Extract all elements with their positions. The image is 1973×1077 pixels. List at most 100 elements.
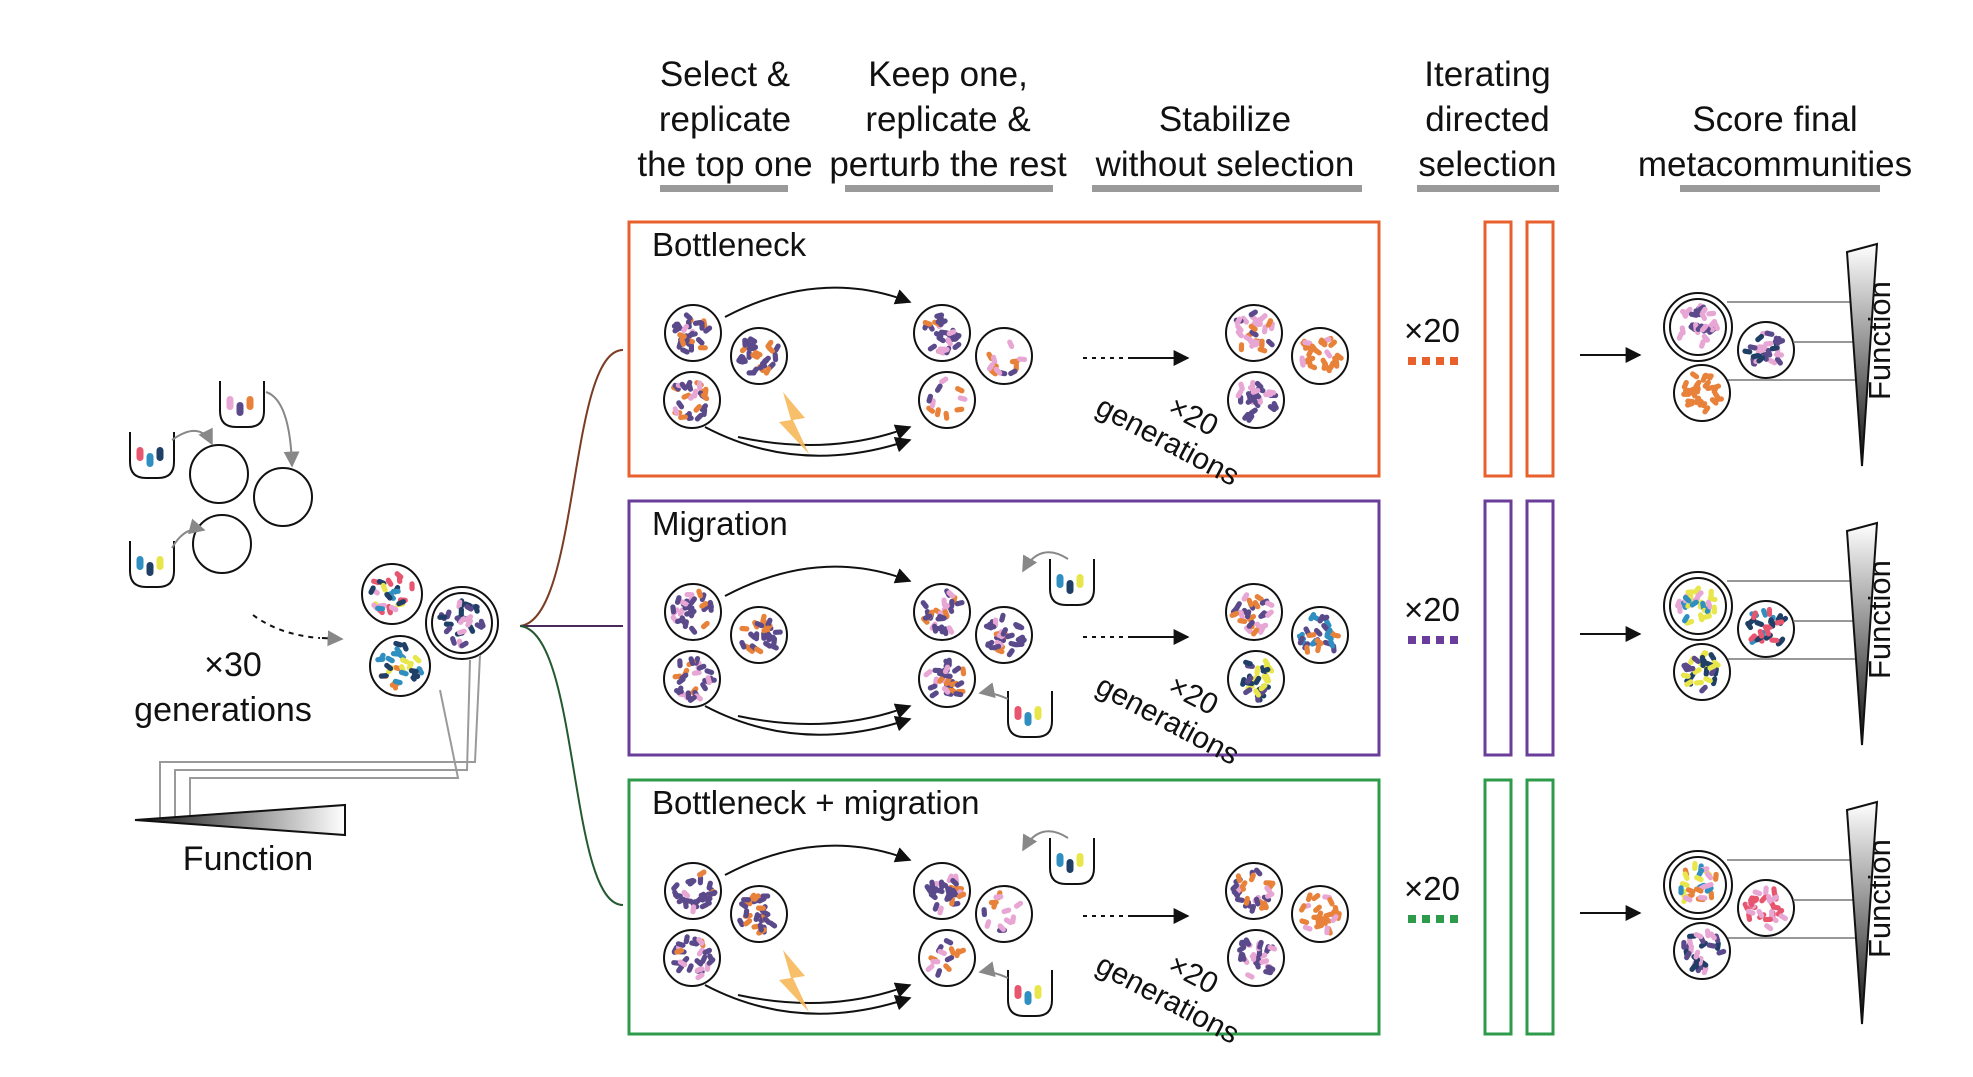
cell: [1689, 599, 1699, 608]
cell: [1764, 626, 1772, 637]
cell: [679, 615, 687, 626]
cell: [1703, 676, 1713, 684]
tube-cell: [156, 447, 164, 461]
cell: [674, 947, 685, 955]
cell: [1701, 333, 1711, 343]
cell: [763, 366, 772, 376]
cell: [927, 343, 937, 352]
iteration-column: [1483, 778, 1513, 1036]
panel-box: [627, 499, 1381, 757]
cell: [380, 582, 388, 593]
tube-cell: [1034, 985, 1042, 999]
community-circle: [1225, 862, 1283, 920]
iteration-column: [1483, 499, 1513, 757]
cell: [396, 573, 403, 584]
cell: [1328, 339, 1338, 348]
rank-wire: [159, 654, 481, 820]
community-circle: [1663, 850, 1733, 920]
tube-cell: [1076, 853, 1084, 867]
cell: [1681, 939, 1687, 950]
cell: [1693, 379, 1702, 389]
cell: [1246, 597, 1254, 608]
cell: [706, 880, 713, 891]
cell: [1238, 609, 1245, 620]
cell: [760, 893, 771, 899]
cell: [1709, 397, 1719, 406]
cell: [696, 947, 705, 957]
cell: [1305, 355, 1316, 363]
cell: [694, 958, 704, 967]
cell: [952, 333, 962, 342]
cell: [1703, 373, 1714, 379]
cell: [1299, 918, 1310, 925]
cell: [943, 676, 952, 687]
header-underline: [845, 185, 1053, 192]
community-circle: [918, 371, 976, 429]
selected-ring: [1663, 571, 1733, 641]
replicate-arrow: [737, 982, 912, 1004]
header-underline: [660, 185, 788, 192]
cell: [697, 345, 708, 351]
cell: [1247, 613, 1257, 622]
cell: [1693, 395, 1702, 406]
dash-segment: [1436, 636, 1444, 644]
cell: [1306, 632, 1317, 639]
cell: [1751, 610, 1759, 621]
cell: [696, 936, 705, 946]
community-circle: [1291, 606, 1349, 664]
header-iterating: Iterating directed selection: [1400, 52, 1575, 187]
left-times-label: ×30: [204, 646, 262, 684]
cell: [692, 936, 701, 946]
cell: [920, 600, 929, 610]
cell: [456, 628, 467, 636]
cell: [671, 882, 680, 892]
community-circle: [1291, 885, 1349, 943]
cell: [1681, 614, 1690, 624]
cell: [946, 892, 955, 902]
tube-cell: [226, 396, 234, 410]
community-circle: [1225, 583, 1283, 641]
cell: [1775, 637, 1785, 647]
cell: [1245, 675, 1254, 685]
cell: [932, 667, 943, 674]
cell: [984, 919, 992, 929]
dash-segment: [1408, 357, 1416, 365]
cell: [396, 599, 406, 607]
cell: [960, 666, 967, 677]
header-line: Stabilize: [1158, 100, 1292, 139]
cell: [672, 325, 682, 334]
cell: [943, 963, 952, 972]
cell: [954, 948, 961, 959]
seed-arrow: [265, 391, 300, 468]
cell: [1010, 914, 1017, 925]
cell: [1319, 614, 1330, 622]
cell: [1693, 886, 1704, 894]
header-line: the top one: [637, 145, 813, 184]
cell: [1693, 931, 1704, 940]
cell: [697, 380, 703, 391]
cell: [1265, 964, 1276, 972]
header-line: replicate: [658, 100, 792, 139]
cell: [1774, 619, 1785, 626]
cell: [753, 349, 763, 358]
cell: [1681, 379, 1689, 390]
community-circle: [1291, 327, 1349, 385]
cell: [1250, 951, 1257, 962]
cell: [944, 954, 955, 963]
cell: [937, 613, 947, 621]
community-circle: [1737, 600, 1795, 658]
cell: [1707, 663, 1718, 671]
header-line: selection: [1418, 145, 1557, 184]
cell: [745, 645, 755, 654]
cell: [1243, 659, 1253, 667]
cell: [670, 604, 677, 615]
header-select-replicate: Select & replicate the top one: [620, 52, 830, 187]
cell: [1015, 634, 1026, 643]
cell: [1299, 357, 1306, 368]
cell: [937, 317, 944, 328]
cell: [991, 643, 1002, 651]
cell: [1778, 913, 1788, 922]
cell: [1265, 318, 1274, 328]
cell: [931, 623, 939, 634]
